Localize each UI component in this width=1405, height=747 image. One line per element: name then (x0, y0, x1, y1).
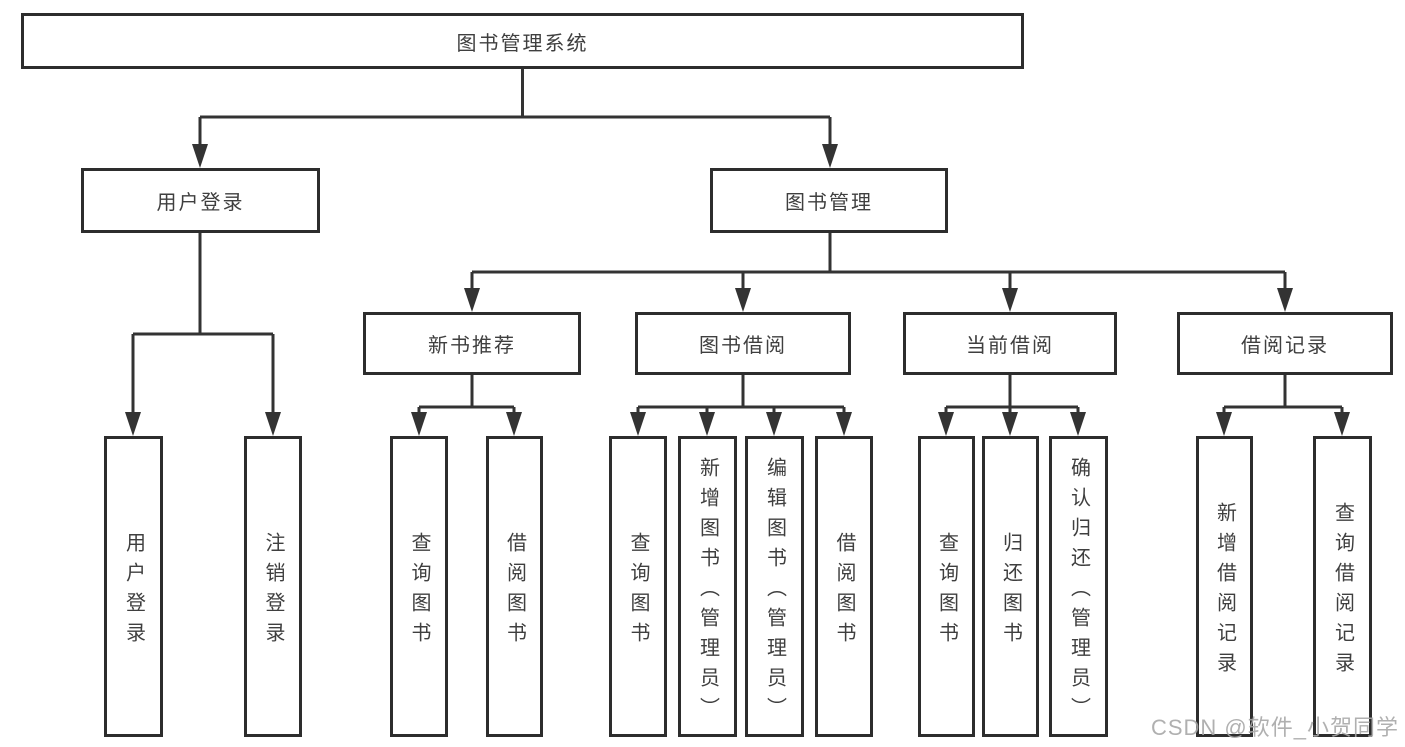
arrow-heads (125, 144, 1350, 436)
leaf-add-book-admin: 新增图书（管理员） (678, 436, 737, 737)
leaf-query-books-1: 查询图书 (390, 436, 448, 737)
leaf-query-books-3: 查询图书 (918, 436, 975, 737)
node-system-root: 图书管理系统 (21, 13, 1024, 69)
leaf-query-books-2: 查询图书 (609, 436, 667, 737)
node-book-management: 图书管理 (710, 168, 948, 233)
leaf-borrow-books-2: 借阅图书 (815, 436, 873, 737)
leaf-user-login: 用户登录 (104, 436, 163, 737)
watermark: CSDN @软件_小贺同学 (1150, 715, 1399, 740)
node-borrow-records: 借阅记录 (1177, 312, 1393, 375)
node-book-borrow: 图书借阅 (635, 312, 851, 375)
leaf-confirm-return-admin: 确认归还（管理员） (1049, 436, 1108, 737)
leaf-logout: 注销登录 (244, 436, 302, 737)
leaf-edit-book-admin: 编辑图书（管理员） (745, 436, 804, 737)
node-new-book-recommend: 新书推荐 (363, 312, 581, 375)
leaf-add-borrow-record: 新增借阅记录 (1196, 436, 1253, 737)
connector-stems (131, 66, 1344, 416)
leaf-query-borrow-record: 查询借阅记录 (1313, 436, 1372, 737)
node-user-login: 用户登录 (81, 168, 320, 233)
leaf-borrow-books-1: 借阅图书 (486, 436, 543, 737)
node-current-borrow: 当前借阅 (903, 312, 1117, 375)
leaf-return-books: 归还图书 (982, 436, 1039, 737)
